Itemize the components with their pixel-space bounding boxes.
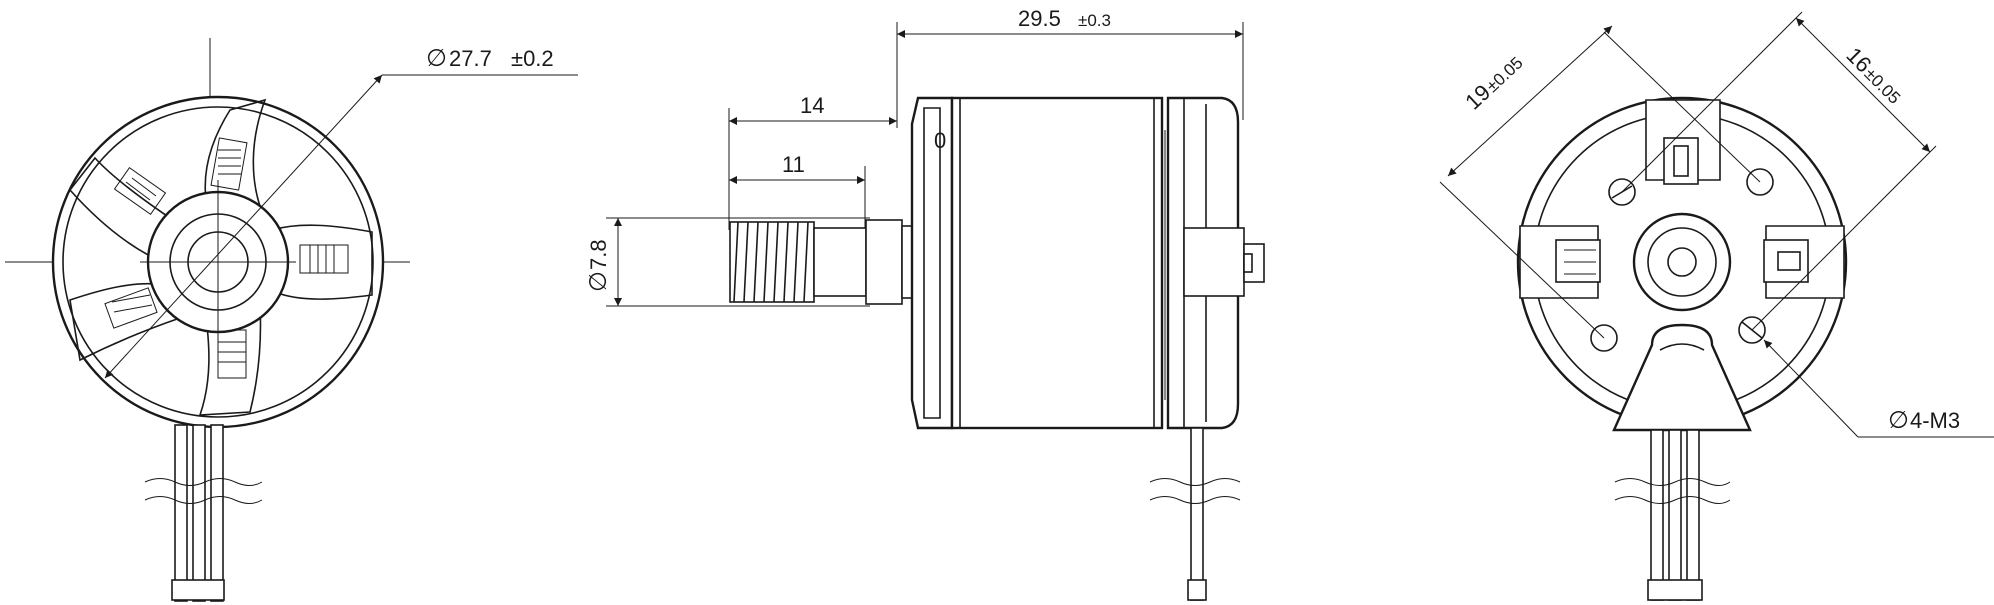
hole-spacing-a-tolerance: ±0.05 <box>1483 53 1527 96</box>
side-lead-wire <box>1149 427 1241 601</box>
lead-wires <box>144 424 263 602</box>
side-view: 29.5 ±0.3 14 11 ∅ 7.8 0 <box>585 6 1265 601</box>
overall-length-value: 29.5 <box>1018 6 1061 31</box>
shaft-length-value: 14 <box>800 93 824 118</box>
thread-pitch <box>733 221 809 303</box>
mount-hole-spec: 4-M3 <box>1910 408 1960 433</box>
front-view: ∅ 27.7 ±0.2 <box>5 38 578 602</box>
front-diameter-tolerance: ±0.2 <box>511 46 554 71</box>
shaft-diameter-value: 7.8 <box>586 239 611 270</box>
overall-length-tolerance: ±0.3 <box>1078 11 1111 30</box>
rear-view: 19 ±0.05 16 ±0.05 ∅ 4-M3 <box>1439 11 1994 601</box>
front-diameter-value: 27.7 <box>449 46 492 71</box>
threaded-shaft <box>729 221 815 303</box>
rear-lead-wires <box>1614 429 1731 601</box>
hole-spacing-b-tolerance: ±0.05 <box>1861 64 1904 107</box>
diameter-symbol: ∅ <box>426 45 447 72</box>
shaft-diameter-symbol: ∅ <box>585 271 612 292</box>
cable-exit-boss <box>1612 323 1752 432</box>
flange-mark: 0 <box>934 128 946 153</box>
motor-body <box>950 96 1164 430</box>
thread-length-value: 11 <box>782 152 805 177</box>
mount-hole-diameter-symbol: ∅ <box>1888 407 1909 434</box>
